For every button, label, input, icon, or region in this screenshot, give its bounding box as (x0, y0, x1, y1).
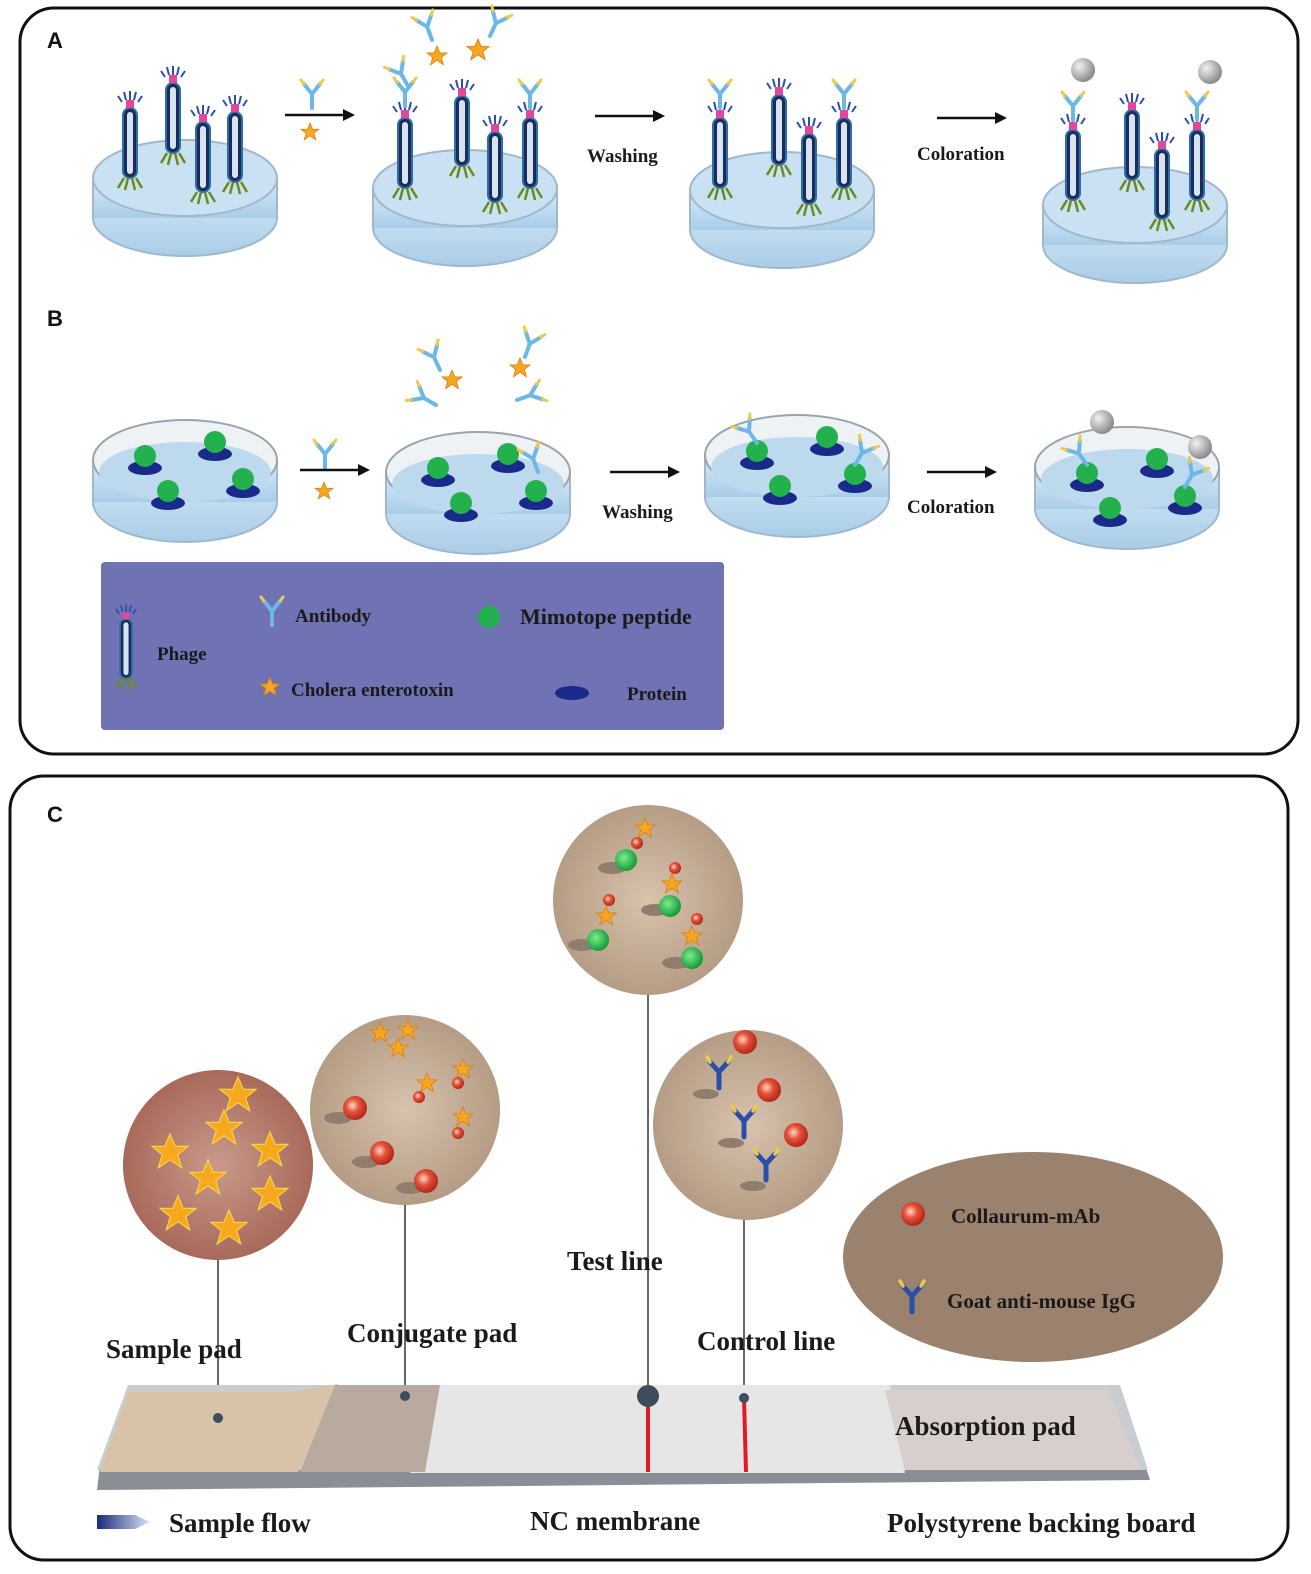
panel-b-letter: B (47, 306, 63, 331)
nc-membrane-label: NC membrane (530, 1506, 700, 1536)
absorption-pad-label: Absorption pad (895, 1411, 1076, 1441)
sample-pad-magnified (123, 1070, 313, 1260)
legend-protein-label: Protein (627, 684, 687, 705)
leader-lines (217, 995, 745, 1418)
test-line-magnified (553, 805, 743, 995)
panel-a-dish-2 (372, 76, 558, 267)
legend-c-box (843, 1152, 1223, 1362)
conjugate-pad-region (300, 1385, 440, 1472)
backing-board-label: Polystyrene backing board (887, 1508, 1196, 1538)
panel-b-coloration-label: Coloration (907, 497, 995, 518)
panel-b-dish-1 (92, 419, 278, 543)
panel-a-letter: A (47, 28, 63, 53)
lateral-flow-strip (97, 1384, 1150, 1490)
sample-pad-label: Sample pad (106, 1334, 242, 1364)
panel-a-coloration-label: Coloration (917, 144, 1005, 165)
panel-a-washing-label: Washing (587, 146, 658, 167)
test-line-label: Test line (567, 1246, 663, 1276)
legend-goat-igg-label: Goat anti-mouse IgG (947, 1289, 1136, 1313)
collaurum-mab-icon (901, 1202, 925, 1226)
panel-b-dish-2 (385, 431, 571, 555)
conjugate-pad-label: Conjugate pad (347, 1318, 517, 1348)
control-line-mark (742, 1397, 748, 1473)
control-line-magnified (653, 1030, 843, 1220)
sample-flow-arrow-icon (97, 1515, 150, 1529)
legend-collaurum-label: Collaurum-mAb (951, 1204, 1100, 1228)
nc-membrane-region (410, 1385, 905, 1473)
panel-c-letter: C (47, 802, 63, 827)
sample-flow-label: Sample flow (169, 1508, 311, 1538)
legend-antibody-label: Antibody (295, 606, 372, 627)
panel-b-washing-label: Washing (602, 502, 673, 523)
legend-mimotope-label: Mimotope peptide (520, 604, 692, 629)
legend-phage-label: Phage (157, 644, 207, 665)
panel-a-dish-4 (1042, 58, 1228, 284)
protein-icon (555, 686, 589, 700)
absorption-pad-region (885, 1390, 1140, 1470)
legend-cholera-label: Cholera enterotoxin (291, 680, 454, 701)
control-line-label: Control line (697, 1326, 835, 1356)
panel-b-dish-3 (704, 411, 890, 538)
conjugate-pad-magnified (310, 1015, 500, 1205)
panel-c-frame (8, 774, 1290, 1562)
mimotope-peptide-icon (478, 606, 500, 628)
panel-b-dish-4 (1034, 410, 1220, 550)
sample-pad-region (100, 1384, 338, 1472)
